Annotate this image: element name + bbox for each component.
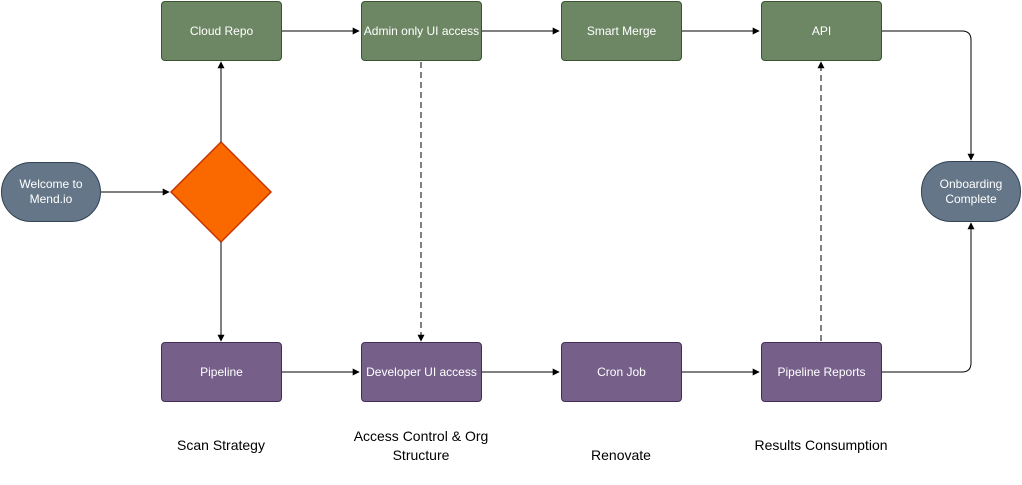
node-pipeline-reports[interactable]: Pipeline Reports (761, 342, 882, 402)
node-pipeline-label: Pipeline (200, 364, 243, 379)
node-pipeline-reports-label: Pipeline Reports (777, 364, 866, 379)
node-welcome-label: Welcome to Mend.io (19, 177, 83, 206)
node-admin-ui-label: Admin only UI access (363, 23, 480, 38)
phase-scan-strategy: Scan Strategy (177, 437, 265, 453)
phase-renovate: Renovate (591, 447, 651, 463)
node-cron-job-label: Cron Job (597, 364, 646, 379)
phase-results-consumption: Results Consumption (754, 437, 888, 453)
node-smart-merge[interactable]: Smart Merge (561, 1, 682, 61)
node-developer-ui-label: Developer UI access (366, 364, 477, 379)
edge-api-to-onboarding-complete (882, 30, 975, 161)
node-cloud-repo-label: Cloud Repo (189, 23, 254, 38)
decision-diamond[interactable] (169, 140, 273, 244)
phase-access-control: Access Control & Org Structure (353, 428, 489, 463)
node-cron-job[interactable]: Cron Job (561, 342, 682, 402)
edge-pipeline-reports-to-onboarding-complete (882, 222, 975, 373)
node-developer-ui-access[interactable]: Developer UI access (361, 342, 482, 402)
node-welcome-to-mend[interactable]: Welcome to Mend.io (1, 162, 101, 222)
node-pipeline[interactable]: Pipeline (161, 342, 282, 402)
node-onboarding-complete[interactable]: Onboarding Complete (921, 161, 1021, 222)
node-api-label: API (811, 23, 832, 38)
node-smart-merge-label: Smart Merge (586, 23, 657, 38)
node-cloud-repo[interactable]: Cloud Repo (161, 1, 282, 61)
node-api[interactable]: API (761, 1, 882, 61)
node-onboarding-label: Onboarding Complete (939, 176, 1003, 206)
node-admin-ui-access[interactable]: Admin only UI access (361, 1, 482, 61)
